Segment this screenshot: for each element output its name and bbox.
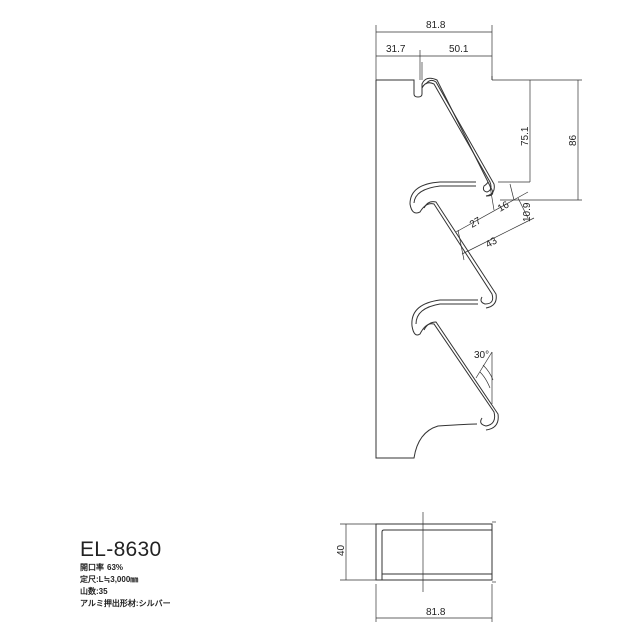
spec-label: 山数:: [80, 587, 99, 596]
main-profile: [375, 62, 499, 459]
dim-pitch: 75.1: [520, 126, 531, 146]
blade-3-hook: [411, 299, 496, 427]
dim-angle: 30°: [474, 350, 489, 361]
dim-overall-width: 81.8: [426, 20, 446, 31]
blade-3-inner: [415, 303, 499, 431]
spec-label: アルミ押出形材:: [80, 599, 139, 608]
blade-2-hook: [409, 181, 494, 305]
blade-2-inner: [413, 185, 497, 309]
dim-blade-a: 27: [468, 215, 484, 230]
dim-blade-b: 16: [496, 199, 512, 214]
right-dimensions: 75.1 86: [492, 79, 582, 201]
dim-height: 86: [568, 134, 579, 146]
dim-left-offset: 31.7: [386, 44, 406, 55]
top-dimensions: 81.8 31.7 50.1: [375, 20, 493, 80]
spec-label: 開口率: [80, 563, 104, 572]
dim-section-height: 40: [336, 544, 347, 556]
dim-blade-length: 43: [484, 235, 500, 250]
spec-value: L≒3,000㎜: [98, 575, 139, 584]
dim-right-offset: 50.1: [449, 44, 469, 55]
spec-value: 63%: [107, 563, 124, 572]
section-outer: [375, 523, 493, 581]
section-view: 40 81.8: [336, 512, 496, 622]
angle-marker: 30°: [474, 350, 494, 404]
dim-section-width: 81.8: [426, 607, 446, 618]
blade-1: [421, 82, 492, 193]
spec-value: 35: [98, 587, 108, 596]
dim-blade-c: 10.9: [522, 202, 533, 222]
blade-dimensions: 27 16 10.9 43: [455, 183, 535, 261]
spec-label: 定尺:: [80, 575, 99, 584]
blade-1-inner: [425, 79, 495, 197]
spec-material: アルミ押出形材:シルバー: [80, 598, 171, 610]
spec-length: 定尺:L≒3,000㎜: [80, 574, 171, 586]
spec-value: シルバー: [138, 599, 171, 608]
model-number: EL-8630: [80, 538, 162, 561]
spec-ridge-count: 山数:35: [80, 586, 171, 598]
section-inner: [381, 529, 492, 580]
